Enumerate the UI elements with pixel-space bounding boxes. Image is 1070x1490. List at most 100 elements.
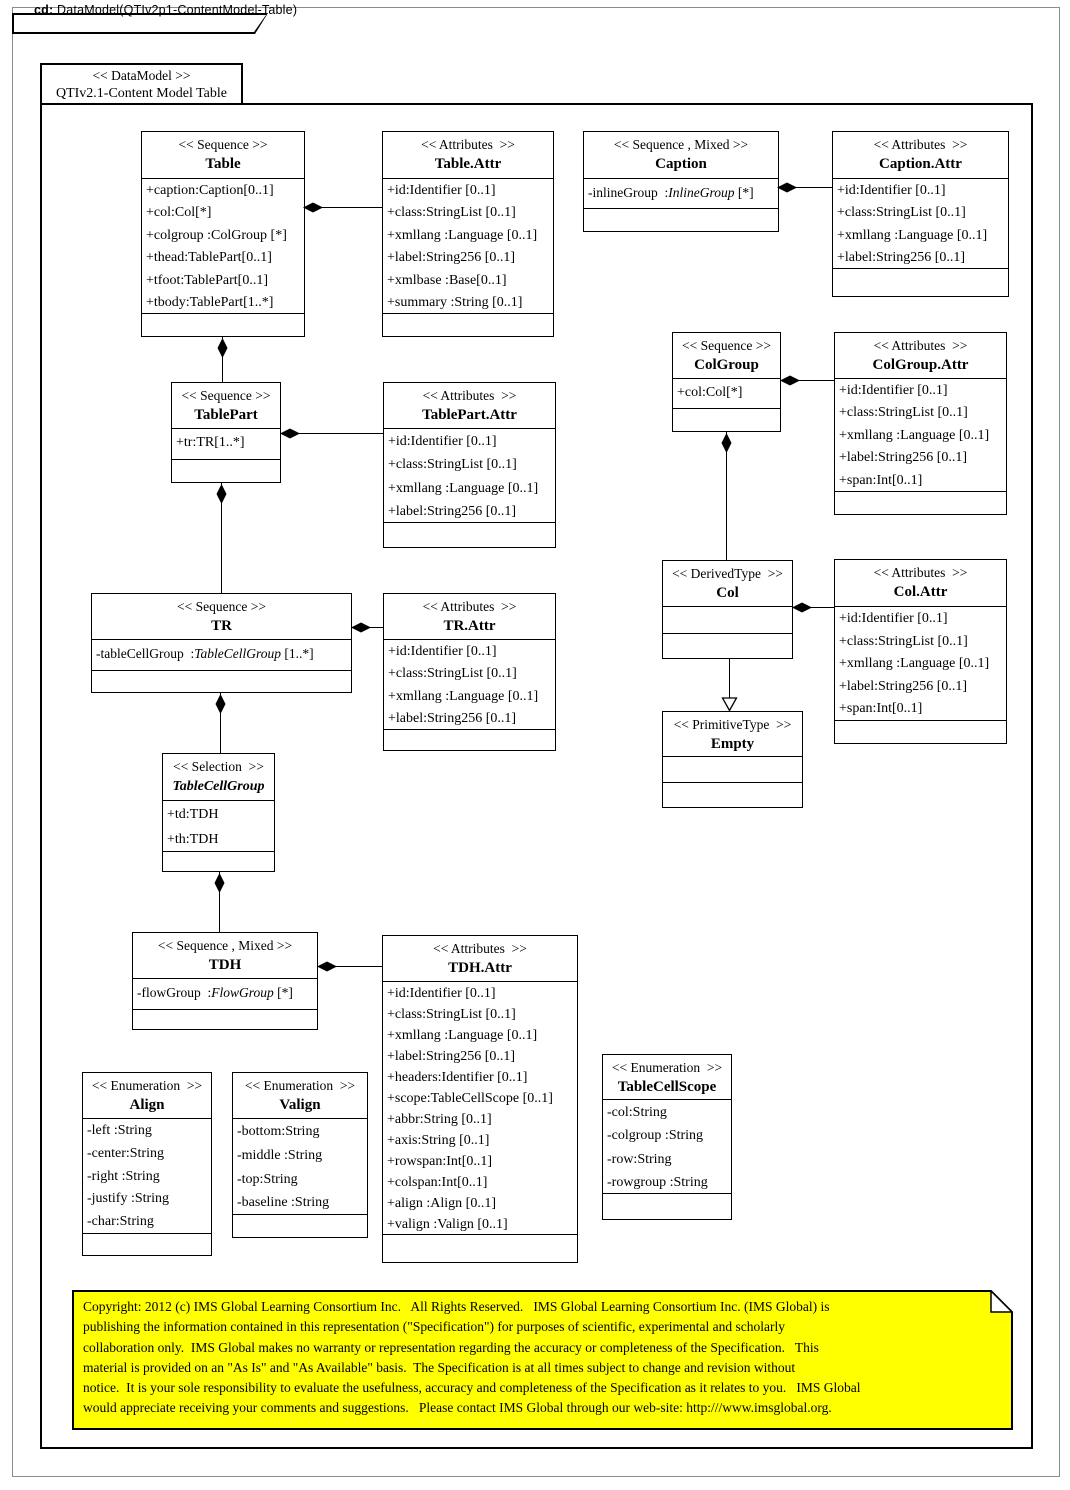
connector-tr-tablecellgroup[interactable] [220, 693, 221, 753]
empty-compartment [833, 268, 1008, 296]
class-tr-attr[interactable]: << Attributes >> TR.Attr +id:Identifier … [383, 593, 556, 751]
attribute-row: +col:Col[*] [146, 205, 212, 221]
stereotype-label: << Attributes >> [873, 565, 968, 580]
class-tr[interactable]: << Sequence >> TR -tableCellGroup :Table… [91, 593, 352, 693]
class-empty[interactable]: << PrimitiveType >> Empty [662, 711, 803, 808]
attribute-row: +tr:TR[1..*] [176, 435, 245, 450]
folded-corner-icon [990, 1290, 1013, 1313]
class-tablepart[interactable]: << Sequence >> TablePart +tr:TR[1..*] [171, 382, 281, 483]
empty-compartment [83, 1233, 211, 1255]
connector-tablepart-tr[interactable] [221, 483, 222, 593]
composition-diamond-icon [780, 375, 800, 386]
attribute-row: +caption:Caption[0..1] [146, 183, 274, 198]
empty-compartment [663, 782, 802, 807]
connector-colgroup-col[interactable] [726, 432, 727, 560]
connector-tdh-tdhattr[interactable] [318, 966, 382, 967]
attribute-row: -rowgroup :String [607, 1175, 708, 1191]
connector-table-tablepart[interactable] [222, 337, 223, 382]
composition-diamond-icon [792, 602, 812, 613]
class-name: Table [205, 156, 241, 172]
stereotype-label: << Sequence , Mixed >> [157, 938, 293, 953]
connector-col-empty[interactable] [729, 659, 730, 698]
attribute-row: -center:String [87, 1145, 164, 1161]
attribute-row: -top:String [237, 1171, 298, 1187]
connector-tablecellgroup-tdh[interactable] [219, 872, 220, 932]
class-col-attr[interactable]: << Attributes >> Col.Attr +id:Identifier… [834, 559, 1007, 744]
attribute-row: -middle :String [237, 1147, 323, 1163]
attribute-row: -inlineGroup :InlineGroup [*] [588, 185, 754, 200]
empty-compartment [172, 459, 280, 482]
class-name: Col.Attr [893, 584, 948, 600]
stereotype-label: << Enumeration >> [91, 1078, 203, 1093]
class-align[interactable]: << Enumeration >> Align -left :String -c… [82, 1072, 212, 1256]
class-tablepart-attr[interactable]: << Attributes >> TablePart.Attr +id:Iden… [383, 382, 556, 548]
attribute-row: +xmllang :Language [0..1] [839, 427, 990, 443]
connector-caption-captionattr[interactable] [779, 187, 832, 188]
attribute-row: -left :String [87, 1123, 152, 1138]
composition-diamond-icon [303, 202, 323, 213]
attribute-row: +id:Identifier [0..1] [388, 644, 497, 659]
empty-compartment [663, 606, 792, 633]
empty-compartment [835, 491, 1006, 514]
stereotype-label: << Selection >> [173, 759, 264, 774]
class-table[interactable]: << Sequence >> Table +caption:Caption[0.… [141, 131, 305, 337]
attribute-row: +id:Identifier [0..1] [837, 183, 946, 198]
class-table-attr[interactable]: << Attributes >> Table.Attr +id:Identifi… [382, 131, 554, 337]
connector-table-tableattr[interactable] [305, 207, 382, 208]
class-name: Col [716, 585, 739, 601]
composition-diamond-icon [777, 182, 797, 193]
empty-compartment [835, 720, 1006, 743]
class-name: Caption [655, 156, 707, 172]
class-tablecellscope[interactable]: << Enumeration >> TableCellScope -col:St… [602, 1054, 732, 1220]
attribute-row: +id:Identifier [0..1] [839, 611, 948, 626]
class-colgroup-attr[interactable]: << Attributes >> ColGroup.Attr +id:Ident… [834, 332, 1007, 515]
class-tablecellgroup[interactable]: << Selection >> TableCellGroup +td:TDH +… [162, 753, 275, 872]
attribute-row: +label:String256 [0..1] [387, 1049, 516, 1064]
connector-col-colattr[interactable] [793, 607, 834, 608]
composition-diamond-icon [215, 694, 226, 714]
class-col[interactable]: << DerivedType >> Col [662, 560, 793, 659]
attribute-row: -justify :String [87, 1191, 170, 1207]
attribute-row: +xmlbase :Base[0..1] [387, 272, 507, 288]
connector-colgroup-colgroupattr[interactable] [781, 380, 834, 381]
attribute-row: -char:String [87, 1214, 154, 1230]
empty-compartment [384, 729, 555, 750]
diagram-page-border [12, 7, 1060, 1477]
composition-diamond-icon [317, 961, 337, 972]
stereotype-label: << Attributes >> [873, 338, 968, 353]
class-tdh-attr[interactable]: << Attributes >> TDH.Attr +id:Identifier… [382, 935, 578, 1263]
class-caption[interactable]: << Sequence , Mixed >> Caption -inlineGr… [583, 131, 779, 232]
attribute-row: +class:StringList [0..1] [387, 1007, 516, 1022]
attribute-row: +colspan:Int[0..1] [387, 1175, 488, 1190]
attribute-row: -flowGroup :FlowGroup [*] [137, 985, 293, 1000]
stereotype-label: << Sequence , Mixed >> [613, 137, 749, 152]
class-name: Valign [279, 1097, 321, 1113]
attribute-row: -baseline :String [237, 1195, 330, 1211]
class-name: TableCellScope [617, 1079, 717, 1095]
empty-compartment [383, 313, 553, 336]
empty-compartment [603, 1193, 731, 1219]
attribute-row: +xmllang :Language [0..1] [387, 227, 538, 243]
attribute-row: +xmllang :Language [0..1] [839, 656, 990, 672]
attribute-row: +id:Identifier [0..1] [387, 183, 496, 198]
attribute-row: +abbr:String [0..1] [387, 1112, 492, 1127]
composition-diamond-icon [351, 622, 371, 633]
attribute-row: +tfoot:TablePart[0..1] [146, 272, 268, 288]
attribute-row: +xmllang :Language [0..1] [388, 480, 539, 496]
composition-diamond-icon [721, 433, 732, 453]
attribute-row: -row:String [607, 1151, 672, 1167]
frame-title: QTIv2.1-Content Model Table [55, 86, 227, 101]
class-tdh[interactable]: << Sequence , Mixed >> TDH -flowGroup :F… [132, 932, 318, 1030]
class-valign[interactable]: << Enumeration >> Valign -bottom:String … [232, 1072, 368, 1238]
class-caption-attr[interactable]: << Attributes >> Caption.Attr +id:Identi… [832, 131, 1009, 297]
diagram-tab-title: cd: DataModel(QTIv2p1-ContentModel-Table… [34, 3, 297, 17]
note-text: Copyright: 2012 (c) IMS Global Learning … [83, 1299, 861, 1416]
stereotype-label: << Sequence >> [181, 388, 271, 403]
class-colgroup[interactable]: << Sequence >> ColGroup +col:Col[*] [672, 332, 781, 432]
stereotype-label: << Attributes >> [873, 137, 968, 152]
copyright-note[interactable]: Copyright: 2012 (c) IMS Global Learning … [72, 1290, 1013, 1430]
connector-tablepart-tablepartattr[interactable] [281, 433, 383, 434]
empty-compartment [384, 522, 555, 547]
attribute-row: +label:String256 [0..1] [388, 711, 517, 727]
